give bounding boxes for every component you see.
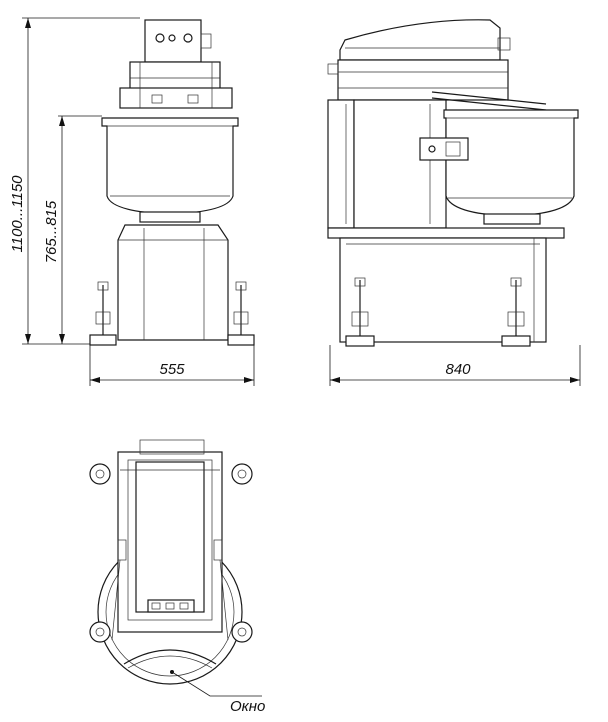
dim-total-height: 1100...1150 (9, 175, 26, 253)
front-view (89, 19, 255, 346)
base (117, 224, 229, 341)
foot-left (89, 334, 117, 346)
window (123, 649, 217, 665)
body (353, 99, 447, 229)
caster-bottom-left (89, 621, 111, 643)
window-leader (171, 671, 262, 697)
dim-side-width: 840 (445, 361, 471, 378)
side-foot-right (501, 335, 531, 347)
side-bowl (443, 109, 579, 217)
knob-2 (168, 34, 176, 42)
dim-front-width: 555 (159, 361, 185, 378)
side-view (327, 19, 579, 347)
side-dimensions (329, 345, 581, 386)
top-head (135, 461, 205, 613)
side-foot-left (345, 335, 375, 347)
caster-top-left (89, 463, 111, 485)
bracket (419, 137, 469, 161)
top-view (89, 439, 253, 685)
caster-bottom-right (231, 621, 253, 643)
foot-right (227, 334, 255, 346)
frame (339, 237, 547, 343)
knob-3 (183, 33, 193, 43)
knob-1 (155, 33, 165, 43)
callout-window: Окно (230, 698, 265, 715)
front-dimensions (22, 17, 255, 386)
head-body (337, 59, 509, 101)
dim-bowl-height: 765...815 (43, 200, 60, 263)
head-cover (339, 19, 501, 61)
frame-top (327, 227, 565, 239)
top-control-panel (147, 599, 195, 613)
bowl (101, 117, 239, 215)
caster-top-right (231, 463, 253, 485)
rear-column (327, 99, 355, 229)
